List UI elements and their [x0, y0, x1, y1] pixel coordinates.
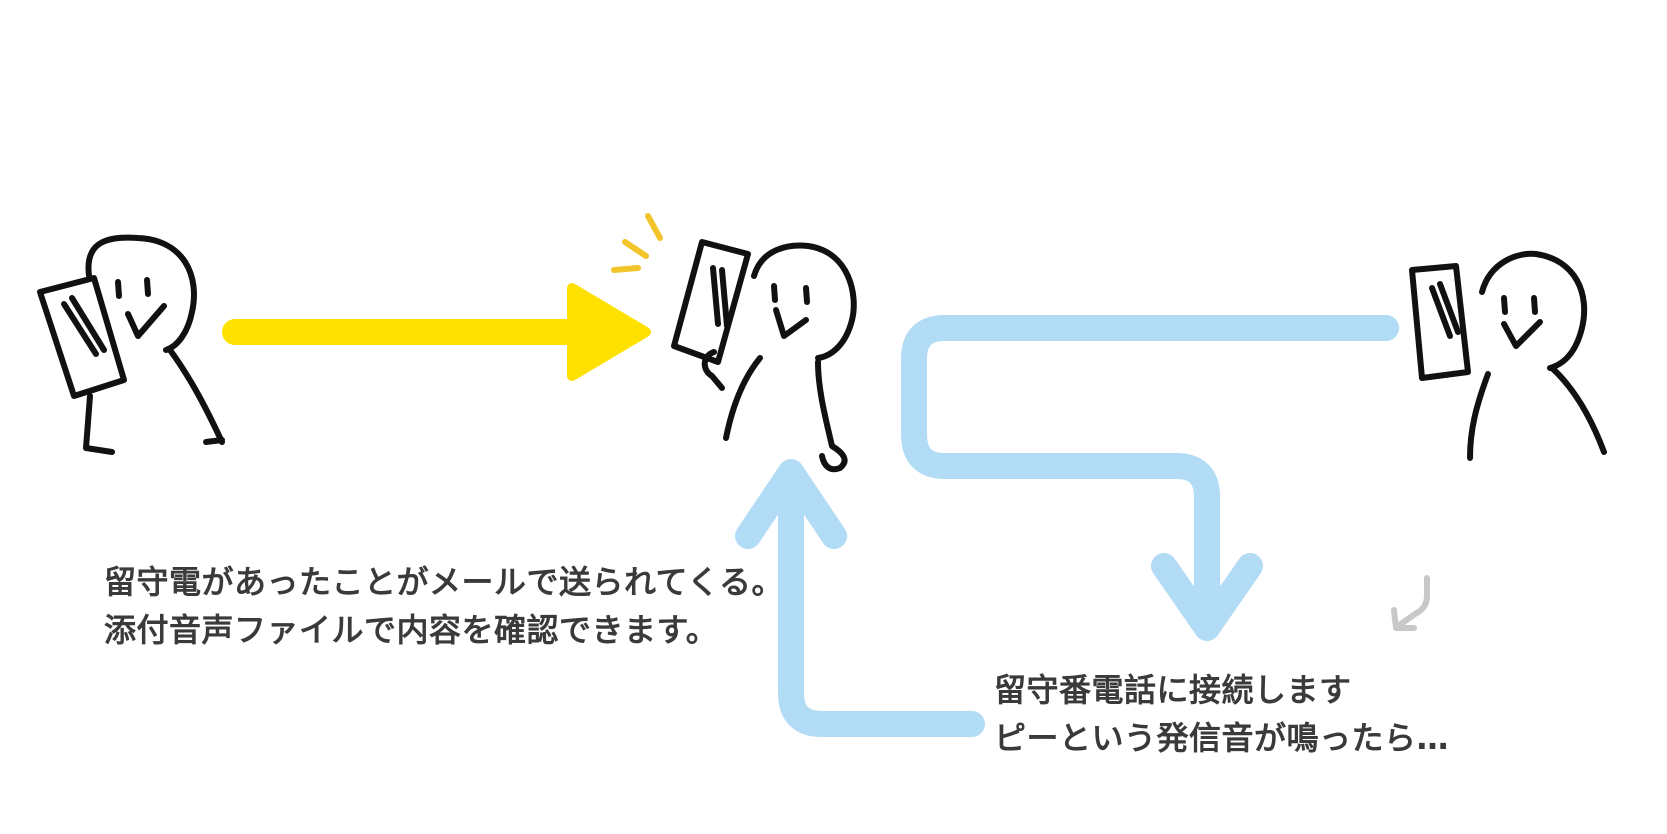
yellow-arrow — [222, 283, 651, 381]
ring-lines-icon — [611, 213, 663, 273]
blue-arrow-up — [735, 459, 985, 737]
caption-answering-service: 留守番電話に接続します ピーという発信音が鳴ったら… — [994, 666, 1449, 762]
grey-hint-arrow — [1391, 575, 1430, 631]
caption-right-line-1: 留守番電話に接続します — [994, 671, 1352, 709]
right-person-icon — [1409, 250, 1607, 461]
center-person-icon — [671, 239, 857, 473]
blue-arrow-down — [901, 315, 1399, 641]
left-person-icon — [37, 234, 225, 455]
caption-left-line-1: 留守電があったことがメールで送られてくる。 — [104, 563, 784, 601]
caption-left-line-2: 添付音声ファイルで内容を確認できます。 — [104, 611, 719, 649]
caption-right-line-2: ピーという発信音が鳴ったら… — [994, 719, 1450, 757]
caption-voicemail-email: 留守電があったことがメールで送られてくる。 添付音声ファイルで内容を確認できます… — [104, 558, 784, 654]
